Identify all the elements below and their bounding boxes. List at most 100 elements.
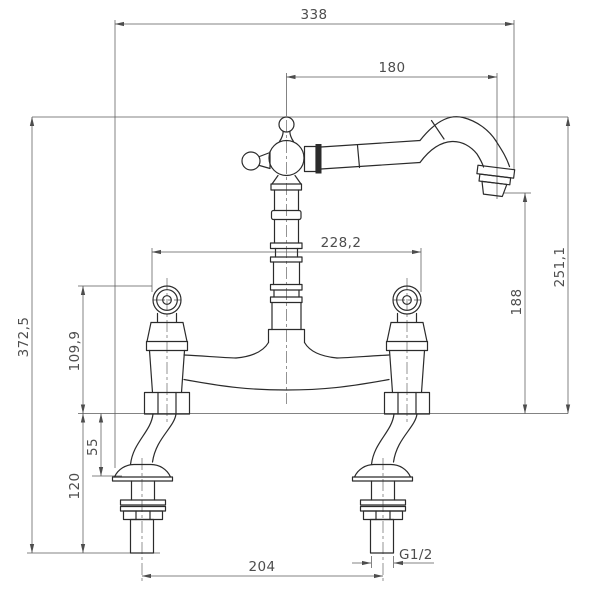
left-handle-outer — [152, 285, 182, 315]
column-shaft-2 — [273, 218, 300, 244]
right-flange-dome — [353, 463, 412, 478]
finial-ball — [278, 116, 295, 133]
left-valve-nut — [143, 391, 191, 415]
left-tail — [129, 518, 155, 554]
bridge-body — [183, 354, 390, 391]
left-bonnet-ring — [145, 340, 189, 352]
column-shaft-1 — [273, 189, 300, 212]
spout-curve-joint-line — [430, 119, 445, 140]
spout-outlet — [476, 164, 516, 198]
spout-curve-inner — [419, 140, 485, 168]
dim-label-overall-height: 372,5 — [16, 317, 32, 358]
dimension-handle-top-height: 109,9 — [67, 285, 86, 414]
dimension-handle-span: 228,2 — [151, 235, 422, 255]
right-handle-stem — [390, 312, 424, 324]
bridge-bottom — [183, 378, 390, 391]
column-waist-2 — [273, 289, 300, 298]
column-flare-left — [235, 341, 270, 359]
left-flange-brim — [111, 476, 174, 482]
dim-label-overall-width: 338 — [301, 7, 328, 23]
right-shank — [370, 480, 396, 501]
spout-collar-ring — [315, 144, 322, 174]
spout-joint-line — [356, 144, 361, 169]
column-collar — [271, 174, 302, 185]
right-supply-leg — [351, 413, 418, 554]
dimension-thread-size: G1/2 — [352, 547, 434, 566]
extension-lines — [27, 20, 568, 568]
column-ring-5 — [269, 296, 303, 304]
right-bonnet-cone — [386, 321, 428, 343]
right-bonnet-ring — [385, 340, 429, 352]
finial-neck-left — [278, 130, 284, 143]
right-backnut-facets — [375, 510, 391, 521]
right-flange-brim — [351, 476, 414, 482]
spout-curve-outer — [419, 116, 511, 168]
left-valve-body — [148, 349, 186, 394]
column — [235, 174, 338, 359]
dimension-overall-width: 338 — [114, 7, 515, 27]
dimension-overall-height: 372,5 — [16, 116, 35, 554]
dim-label-spout-top-height: 251,1 — [552, 247, 568, 288]
column-waist-1 — [274, 247, 299, 258]
left-washer-1 — [119, 499, 167, 506]
bridge-top-right — [336, 354, 390, 359]
column-flare-right — [303, 341, 338, 359]
dim-label-spout-reach: 180 — [379, 60, 406, 76]
left-backnut-facets — [135, 510, 151, 521]
left-handle-hub — [162, 295, 172, 305]
left-washer-2 — [119, 505, 167, 512]
column-ring-4 — [269, 283, 303, 291]
spout-tube-bottom — [320, 161, 421, 170]
right-handle-mid — [396, 289, 418, 311]
left-bonnet-cone — [146, 321, 188, 343]
right-valve — [383, 285, 431, 415]
left-pipe-inner — [151, 413, 177, 463]
column-base — [267, 328, 306, 344]
right-pipe-outer — [370, 413, 395, 466]
dimension-inlet-centres: 204 — [141, 559, 384, 579]
column-shaft-4 — [271, 301, 302, 331]
left-valve-nut-facets — [157, 391, 177, 415]
left-handle-stem — [150, 312, 184, 324]
dimension-outlet-height: 188 — [509, 192, 528, 414]
left-supply-leg — [111, 413, 177, 554]
finial-neck-right — [289, 130, 295, 143]
spout-assembly — [241, 116, 516, 198]
dim-label-handle-span: 228,2 — [321, 235, 362, 251]
right-tail — [369, 518, 395, 554]
column-shaft-3 — [272, 261, 301, 286]
column-ring-3 — [269, 256, 303, 263]
spout-tube-top — [320, 139, 421, 148]
left-handle-mid — [156, 289, 178, 311]
column-ring-1 — [270, 183, 303, 191]
tap-outline — [111, 116, 516, 554]
left-backnut — [122, 510, 164, 521]
dimension-deck-to-flange: 55 — [85, 413, 104, 477]
side-ball-neck — [258, 150, 271, 170]
right-valve-nut — [383, 391, 431, 415]
left-valve — [143, 285, 191, 415]
right-valve-body — [388, 349, 426, 394]
aerator-nut — [481, 180, 508, 198]
spout-collar — [303, 145, 317, 173]
right-handle-hub — [402, 295, 412, 305]
column-ring-2 — [269, 242, 303, 250]
right-handle-outer — [392, 285, 422, 315]
dim-label-tail-length: 120 — [67, 473, 83, 500]
side-ball — [241, 151, 261, 171]
right-washer-1 — [359, 499, 407, 506]
right-valve-nut-facets — [397, 391, 417, 415]
left-flange-dome — [113, 463, 172, 478]
dim-label-outlet-height: 188 — [509, 289, 525, 316]
left-shank — [130, 480, 156, 501]
dim-label-deck-to-flange: 55 — [85, 438, 101, 456]
left-pipe-outer — [129, 413, 154, 466]
dim-label-thread-size: G1/2 — [399, 547, 433, 563]
bridge-top-left — [183, 354, 237, 359]
dim-label-inlet-centres: 204 — [249, 559, 276, 575]
dimension-spout-reach: 180 — [286, 60, 498, 80]
right-pipe-inner — [392, 413, 418, 463]
dimension-spout-top-height: 251,1 — [552, 116, 571, 414]
